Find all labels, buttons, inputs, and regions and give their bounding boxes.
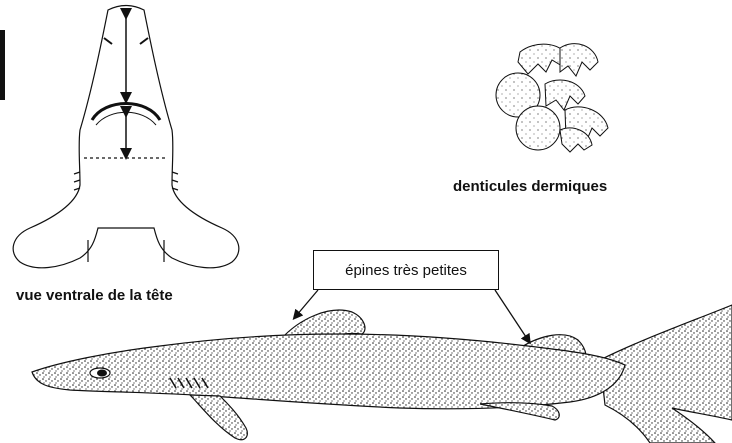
pelvic-fin [480, 403, 559, 420]
head-ventral-view [13, 6, 239, 268]
head-view-caption: vue ventrale de la tête [16, 287, 173, 304]
edge-bar [0, 30, 5, 100]
spines-callout-label: épines très petites [345, 262, 467, 279]
pupil [97, 370, 107, 377]
shark-side-view [32, 305, 732, 443]
pectoral-fin [190, 395, 247, 440]
denticles-illustration [496, 44, 608, 152]
denticles-caption: denticules dermiques [453, 178, 607, 195]
spines-callout-box: épines très petites [313, 250, 499, 290]
